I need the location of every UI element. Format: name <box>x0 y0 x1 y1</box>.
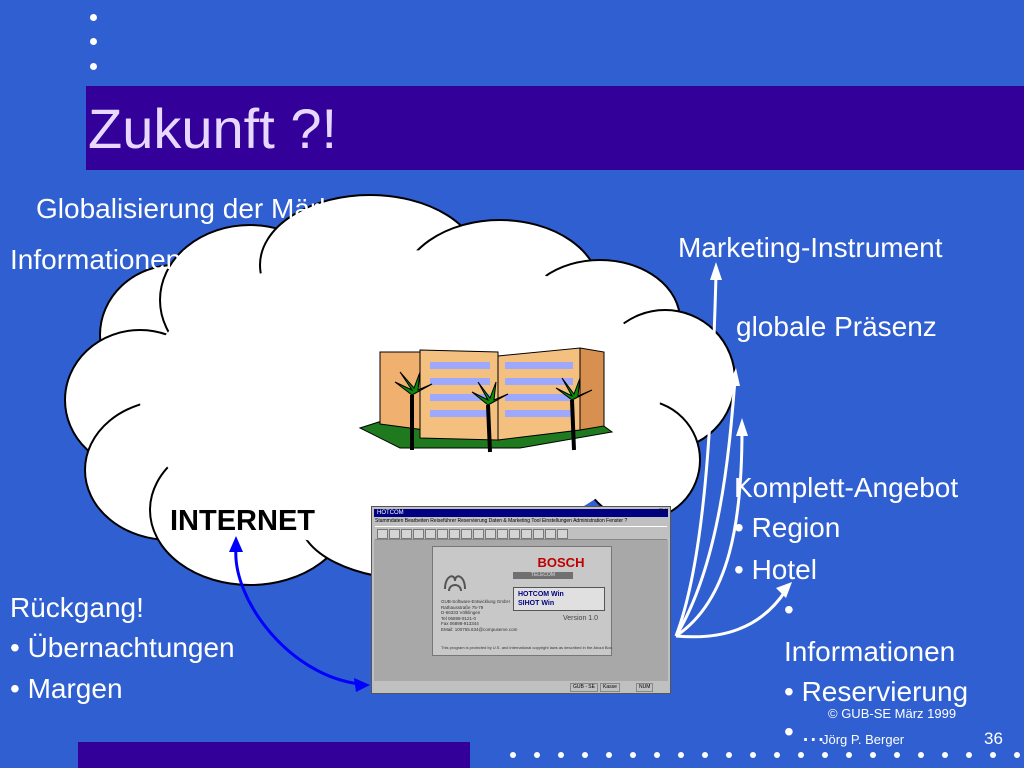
info-left-label: Informationen! <box>10 244 189 275</box>
toolbar-button-icon <box>521 529 532 539</box>
decor-dot <box>558 752 564 758</box>
decor-dot <box>918 752 924 758</box>
global-presence-label: globale Präsenz <box>736 311 937 342</box>
offer-item-ellipsis: • ... <box>784 716 825 747</box>
decor-dot <box>1014 752 1020 758</box>
title-bar <box>86 86 1024 170</box>
toolbar-button-icon <box>533 529 544 539</box>
offer-item-region: • Region <box>734 512 841 543</box>
toolbar-button-icon <box>509 529 520 539</box>
page-number: 36 <box>984 729 1003 748</box>
toolbar-button-icon <box>461 529 472 539</box>
offer-item-information: Informationen <box>784 636 956 667</box>
offer-item-reservation: • Reservierung <box>784 676 969 707</box>
decor-dot <box>606 752 612 758</box>
decor-dot <box>678 752 684 758</box>
app-menu-bar: Stammdaten Bearbeiten Reiseführer Reserv… <box>375 518 628 524</box>
decor-dot <box>654 752 660 758</box>
toolbar-button-icon <box>557 529 568 539</box>
toolbar-button-icon <box>389 529 400 539</box>
marketing-instrument-label: Marketing-Instrument <box>678 232 943 263</box>
decor-dot <box>534 752 540 758</box>
status-register: Kasse <box>600 683 620 692</box>
decline-item-margins: • Margen <box>10 673 123 704</box>
decline-heading: Rückgang! <box>10 592 144 623</box>
decor-dot <box>942 752 948 758</box>
version-label: Version 1.0 <box>563 615 599 622</box>
offer-item-bullet: • <box>784 594 794 625</box>
decor-dot <box>774 752 780 758</box>
decor-dot <box>846 752 852 758</box>
decor-dot <box>510 752 516 758</box>
decor-dot <box>582 752 588 758</box>
bosch-brand: BOSCH <box>513 555 609 571</box>
slide-title: Zukunft ?! <box>88 97 338 160</box>
app-title-bar: HOTCOM <box>374 509 668 517</box>
product-hotcom: HOTCOM Win <box>518 591 564 598</box>
about-box: BOSCH TELECOM HOTCOM Win SIHOT Win Versi… <box>432 546 613 656</box>
offer-heading: Komplett-Angebot <box>734 472 959 503</box>
decor-dot <box>726 752 732 758</box>
telecom-label: TELECOM <box>513 572 573 579</box>
footer-copyright: © GUB-SE März 1999 <box>828 706 957 721</box>
toolbar-button-icon <box>485 529 496 539</box>
decor-dot <box>894 752 900 758</box>
product-names: HOTCOM Win SIHOT Win <box>513 587 605 611</box>
decor-dot <box>966 752 972 758</box>
internet-label: INTERNET <box>170 505 315 537</box>
toolbar-button-icon <box>497 529 508 539</box>
copyright-note: This program is protected by U.S. and in… <box>441 645 613 650</box>
product-sihot: SIHOT Win <box>518 600 555 607</box>
toolbar-button-icon <box>473 529 484 539</box>
offer-item-hotel: • Hotel <box>734 554 817 585</box>
footer-bar <box>78 742 470 768</box>
decor-dot <box>702 752 708 758</box>
toolbar-button-icon <box>401 529 412 539</box>
app-toolbar <box>375 526 667 540</box>
decor-dot <box>90 14 97 21</box>
window-controls-icon: _ □ × <box>654 508 668 514</box>
status-num: NUM <box>636 683 654 692</box>
decor-dot <box>90 38 97 45</box>
company-address: GUB-Software-Entwicklung GmbH Rathausstr… <box>441 599 518 632</box>
decor-dot <box>630 752 636 758</box>
decor-dot <box>90 63 97 70</box>
gub-logo-icon <box>444 575 466 592</box>
toolbar-button-icon <box>377 529 388 539</box>
toolbar-button-icon <box>449 529 460 539</box>
decline-item-overnights: • Übernachtungen <box>10 632 235 663</box>
hotcom-app-screenshot: HOTCOM _ □ × Stammdaten Bearbeiten Reise… <box>371 506 671 694</box>
toolbar-button-icon <box>413 529 424 539</box>
toolbar-button-icon <box>425 529 436 539</box>
footer-author: Jörg P. Berger <box>822 732 905 747</box>
globalization-headline: Globalisierung der Märkte! <box>36 193 365 224</box>
decor-dot <box>798 752 804 758</box>
app-workspace: BOSCH TELECOM HOTCOM Win SIHOT Win Versi… <box>374 540 668 681</box>
app-status-bar: GUB - SE Kasse NUM <box>374 683 668 692</box>
status-company: GUB - SE <box>570 683 598 692</box>
decor-dot <box>990 752 996 758</box>
toolbar-button-icon <box>437 529 448 539</box>
decor-dot <box>870 752 876 758</box>
toolbar-button-icon <box>545 529 556 539</box>
decor-dot <box>822 752 828 758</box>
decor-dot <box>750 752 756 758</box>
